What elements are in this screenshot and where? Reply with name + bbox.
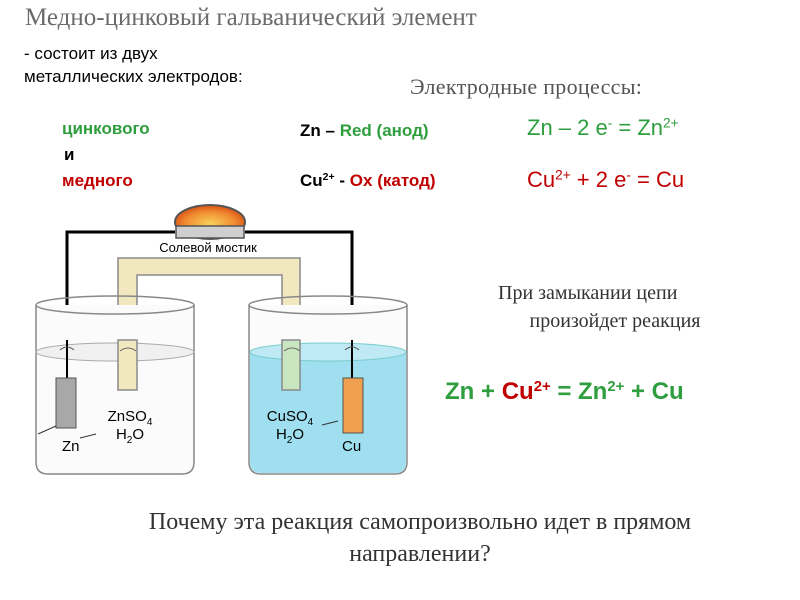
cathode-eq-electron-charge: -: [626, 167, 631, 183]
overall-equals-zn: = Zn: [550, 378, 608, 405]
electrode-copper-label: медного: [62, 171, 133, 190]
question-text: Почему эта реакция самопроизвольно идет …: [148, 509, 692, 567]
cathode-eq-left-charge: 2+: [555, 167, 571, 183]
overall-tail: + Cu: [624, 378, 684, 405]
cathode-role-text: Ox (катод): [349, 171, 436, 190]
cathode-eq-mid: + 2 e: [570, 167, 627, 192]
lamp-icon: [174, 204, 246, 240]
cathode-ion: Cu: [300, 171, 323, 190]
anode-eq-right-charge: 2+: [663, 115, 679, 131]
zn-label-line: [37, 425, 57, 435]
cathode-eq-right: = Cu: [630, 167, 685, 192]
overall-zn: Zn: [445, 378, 475, 405]
intro-line-2: металлических электродов:: [24, 67, 243, 86]
right-beaker: [248, 295, 408, 475]
intro-text: - состоит из двух металлических электрод…: [24, 42, 243, 88]
left-water-label: H2O: [116, 426, 144, 446]
overall-cu-ion: Cu: [501, 378, 534, 405]
cathode-role: Cu2+ - Ox (катод): [300, 171, 436, 191]
zinc-electrode: [55, 340, 77, 429]
page-title: Медно-цинковый гальванический элемент: [25, 4, 477, 31]
cathode-ion-charge: 2+: [322, 171, 335, 184]
anode-eq-right: = Zn: [612, 115, 664, 140]
cathode-dash: -: [334, 171, 350, 190]
anode-role-text: Red (анод): [339, 121, 429, 140]
left-electrode-label: Zn: [62, 438, 80, 455]
right-electrode-label: Cu: [342, 438, 361, 455]
left-beaker: [35, 295, 195, 475]
right-solution-label: CuSO4: [267, 408, 314, 428]
electrode-and-label: и: [64, 145, 75, 164]
processes-heading: Электродные процессы:: [410, 74, 643, 99]
anode-eq-left: Zn – 2 e: [527, 115, 608, 140]
circuit-note-line-1: При замыкании цепи: [498, 282, 678, 304]
salt-bridge-left-leg: [117, 339, 138, 391]
salt-bridge-right-leg: [281, 339, 301, 391]
salt-bridge-label: Солевой мостик: [159, 240, 257, 255]
overall-cu-charge: 2+: [533, 378, 551, 395]
anode-role: Zn – Red (анод): [300, 121, 429, 141]
overall-reaction: Zn + Cu2+ = Zn2+ + Cu: [445, 378, 684, 406]
copper-electrode: [342, 340, 364, 434]
zn-pointer-line: [79, 433, 97, 439]
bridge-left-meniscus: [119, 347, 137, 352]
electrode-zinc-label: цинкового: [62, 119, 150, 138]
cathode-eq-left: Cu: [527, 167, 556, 192]
circuit-note-line-2: произойдет реакция: [529, 310, 701, 332]
overall-zn-charge: 2+: [607, 378, 625, 395]
right-water-label: H2O: [276, 426, 304, 446]
anode-eq-electron-charge: -: [607, 115, 613, 131]
overall-plus: +: [474, 378, 502, 405]
cu-pointer-line: [321, 420, 339, 426]
anode-equation: Zn – 2 e- = Zn2+: [527, 115, 679, 141]
anode-metal: Zn: [300, 121, 321, 140]
anode-dash: –: [320, 121, 340, 140]
cathode-equation: Cu2+ + 2 e- = Cu: [527, 167, 684, 193]
bridge-right-meniscus: [283, 347, 301, 352]
left-solution-label: ZnSO4: [108, 408, 153, 428]
intro-line-1: - состоит из двух: [24, 44, 158, 63]
